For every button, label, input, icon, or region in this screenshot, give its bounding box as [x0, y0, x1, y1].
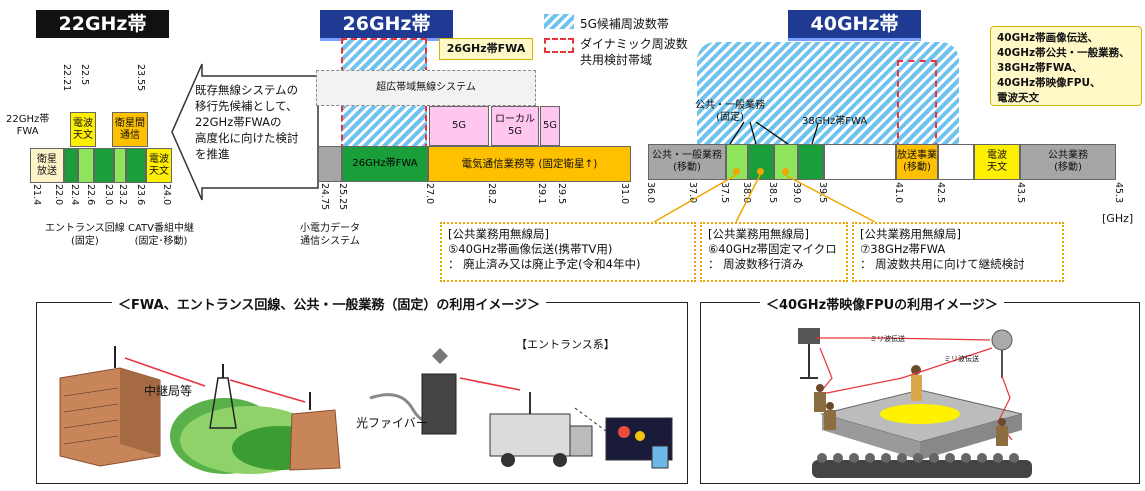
fwa38-label: 38GHz帯FWA	[802, 116, 868, 127]
block-gray-24-75	[318, 146, 342, 182]
entrance-label: エントランス回線 (固定)	[45, 223, 125, 247]
migration-text: 既存無線システムの 移行先候補として、 22GHz帯FWAの 高度化に向けた検討…	[195, 83, 299, 161]
block-fwa-22-d	[114, 148, 126, 183]
block-fwa-22-a	[64, 148, 78, 183]
relay-label: 中継局等	[144, 384, 193, 398]
block-radio-astro-right: 電波 天文	[146, 148, 172, 183]
dot-3	[782, 168, 789, 175]
block-broadcast: 放送事業 (移動)	[896, 144, 938, 180]
unit-ghz: [GHz]	[1102, 212, 1134, 225]
fwa-illustration	[59, 346, 673, 474]
note-connectors	[653, 174, 876, 223]
tick-21-4: 21.4	[31, 184, 42, 206]
block-fwa-22-e	[126, 148, 146, 183]
block-uwb: 超広帯域無線システム	[316, 70, 536, 106]
arrows-40-fixed	[729, 121, 819, 145]
tick-29-1: 29.1	[536, 183, 547, 205]
note-40ghz-fixed-line2: ： 周波数移行済み	[708, 257, 804, 271]
note-40ghz-image: [公共業務用無線局] ⑤40GHz帯画像伝送(携帯TV用) ： 廃止済み又は廃止…	[440, 222, 696, 282]
note-38ghz-fwa-line2: ： 周波数共用に向けて継続検討	[860, 257, 1025, 271]
legend-candidate-label: 5G候補周波数帯	[580, 17, 669, 31]
note-38ghz-fwa-head: [公共業務用無線局]	[860, 227, 961, 241]
block-40-green-1	[726, 144, 748, 180]
mw-label-1: ミリ波伝送	[870, 335, 905, 343]
block-5g-b: 5G	[540, 106, 560, 146]
tick-23-0: 23.0	[103, 184, 114, 206]
tick-28-2: 28.2	[486, 183, 497, 205]
band40-callout: 40GHz帯画像伝送、 40GHz帯公共・一般業務、 38GHz帯FWA、 40…	[990, 26, 1142, 106]
tick-22-6: 22.6	[85, 184, 96, 206]
tick-23-2: 23.2	[117, 184, 128, 206]
block-40-green-4	[798, 144, 824, 180]
tick-43-5: 43.5	[1015, 182, 1026, 204]
tick-41-0: 41.0	[893, 182, 904, 204]
note-38ghz-fwa-line1: ⑦38GHz帯FWA	[860, 242, 946, 256]
tick-22-21: 22.21	[61, 64, 72, 92]
note-40ghz-fixed: [公共業務用無線局] ⑥40GHz帯固定マイクロ ： 周波数移行済み	[700, 222, 848, 282]
header-40ghz: 40GHz帯	[788, 10, 921, 41]
header-22ghz: 22GHz帯	[36, 10, 169, 38]
dot-1	[733, 168, 740, 175]
block-local-5g: ローカル 5G	[491, 106, 539, 146]
tick-45-3: 45.3	[1113, 182, 1124, 204]
fpu-image-title: ＜40GHz帯映像FPUの利用イメージ＞	[760, 294, 1004, 313]
tick-23-55: 23.55	[135, 64, 146, 92]
note-40ghz-fixed-line1: ⑥40GHz帯固定マイクロ	[708, 242, 837, 256]
block-public-mobile-right: 公共業務 (移動)	[1020, 144, 1116, 180]
legend-hatch-swatch	[544, 14, 574, 29]
fwa22-label: 22GHz帯 FWA	[6, 114, 50, 137]
block-fwa-22-b	[78, 148, 94, 183]
note-38ghz-fwa: [公共業務用無線局] ⑦38GHz帯FWA ： 周波数共用に向けて継続検討	[852, 222, 1064, 282]
tick-29-5: 29.5	[556, 183, 567, 205]
fiber-label: 光ファイバー	[356, 416, 428, 430]
note-40ghz-image-line2: ： 廃止済み又は廃止予定(令和4年中)	[448, 257, 641, 271]
fwa26-callout: 26GHz帯FWA	[439, 38, 533, 60]
legend-dynamic-swatch	[544, 38, 574, 53]
block-sat-comm: 衛星間 通信	[112, 112, 148, 147]
note-40ghz-fixed-head: [公共業務用無線局]	[708, 227, 809, 241]
migration-arrow	[171, 63, 319, 201]
lowpower-label: 小電力データ 通信システム	[300, 223, 360, 247]
tick-42-5: 42.5	[935, 182, 946, 204]
public-fixed-label: 公共・一般業務 (固定)	[695, 100, 765, 123]
fwa-image-title: ＜FWA、エントランス回線、公共・一般業務（固定）の利用イメージ＞	[112, 294, 547, 313]
block-telecom: 電気通信業務等 (固定衛星↑)	[428, 146, 631, 182]
block-radio-astro-top: 電波 天文	[70, 112, 96, 147]
tick-31-0: 31.0	[619, 183, 630, 205]
tick-24-75: 24.75	[319, 183, 330, 211]
catv-label: CATV番組中継 (固定･移動)	[128, 223, 194, 247]
dot-2	[757, 168, 764, 175]
legend-dynamic-label: ダイナミック周波数 共用検討帯域	[580, 37, 688, 67]
tick-23-6: 23.6	[135, 184, 146, 206]
block-public-mobile-left: 公共・一般業務 (移動)	[648, 144, 726, 180]
header-26ghz: 26GHz帯	[320, 10, 453, 41]
tick-22-0: 22.0	[53, 184, 64, 206]
block-40-white	[824, 144, 896, 180]
tick-22-4: 22.4	[69, 184, 80, 206]
block-fwa-22-c	[94, 148, 114, 183]
entrance-system-label: 【エントランス系】	[516, 338, 615, 351]
block-40-white-2	[938, 144, 974, 180]
tick-27-0: 27.0	[424, 183, 435, 205]
block-sat-broadcast: 衛星 放送	[30, 148, 64, 183]
note-40ghz-image-line1: ⑤40GHz帯画像伝送(携帯TV用)	[448, 242, 613, 256]
note-40ghz-image-head: [公共業務用無線局]	[448, 227, 549, 241]
block-radio-astro-40: 電波 天文	[974, 144, 1020, 180]
tick-22-5: 22.5	[79, 64, 90, 86]
fpu-illustration	[798, 328, 1032, 478]
block-fwa26: 26GHz帯FWA	[342, 146, 428, 182]
mw-label-2: ミリ波伝送	[944, 355, 979, 363]
tick-25-25: 25.25	[337, 183, 348, 211]
block-5g-a: 5G	[429, 106, 489, 146]
